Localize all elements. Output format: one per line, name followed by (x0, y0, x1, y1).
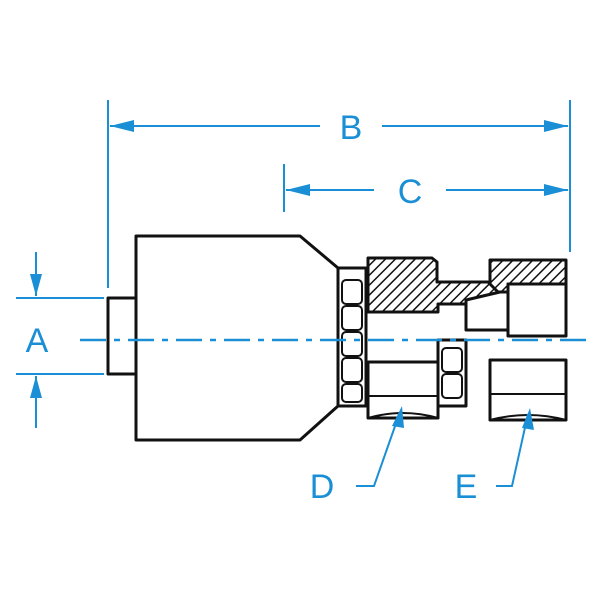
label-d: D (310, 468, 335, 506)
leader-d: D (310, 406, 404, 506)
nut-seat (464, 290, 510, 332)
swivel-nut-2-lower (488, 358, 568, 422)
leader-e: E (455, 408, 534, 506)
fitting-part (106, 234, 568, 442)
swivel-nut-2-body (506, 282, 568, 338)
swivel-nut-1-lower (366, 360, 440, 420)
dimension-a: A (16, 252, 104, 428)
dimension-b: B (107, 100, 571, 288)
label-e: E (455, 468, 478, 506)
hex-flats (341, 279, 363, 403)
label-a: A (26, 322, 49, 360)
dimension-c: C (283, 164, 568, 212)
label-b: B (340, 109, 363, 147)
label-c: C (398, 173, 423, 211)
hose-insert-stub (106, 296, 138, 376)
ferrule-sleeve (134, 234, 340, 442)
